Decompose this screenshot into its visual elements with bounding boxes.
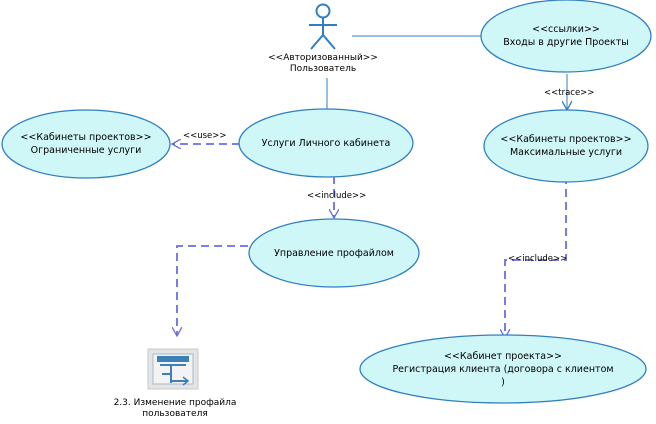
diagram-link-icon[interactable] bbox=[147, 348, 199, 390]
profile-diagram-link bbox=[177, 245, 248, 336]
usecase-external-links[interactable]: <<ссылки>> Входы в другие Проекты bbox=[481, 5, 651, 67]
usecase-client-registration-shape[interactable] bbox=[359, 334, 647, 404]
include-right-dependency bbox=[505, 176, 567, 338]
usecase-personal-cabinet[interactable]: Услуги Личного кабинета bbox=[239, 113, 413, 173]
usecase-limited-services[interactable]: <<Кабинеты проектов>> Ограниченные услуг… bbox=[2, 114, 170, 174]
usecase-name: Услуги Личного кабинета bbox=[261, 137, 391, 149]
include-right-label: <<include>> bbox=[508, 254, 568, 264]
usecase-profile-management-shape[interactable] bbox=[248, 218, 420, 288]
diagram-ref-line1: 2.3. Изменение профайла bbox=[113, 398, 237, 408]
usecase-personal-cabinet-shape[interactable] bbox=[238, 108, 414, 178]
usecase-max-services-shape[interactable] bbox=[483, 109, 649, 183]
usecase-name-line2: ) bbox=[501, 376, 505, 388]
usecase-external-links-shape[interactable] bbox=[480, 0, 652, 73]
usecase-name: Ограниченные услуги bbox=[30, 145, 142, 156]
usecase-name: Управление профайлом bbox=[274, 247, 394, 259]
usecase-stereotype: <<Кабинет проекта>> bbox=[443, 350, 563, 362]
usecase-client-registration[interactable]: <<Кабинет проекта>> Регистрация клиента … bbox=[362, 338, 644, 400]
actor-icon[interactable] bbox=[309, 3, 337, 50]
include-left-label: <<include>> bbox=[307, 191, 367, 201]
usecase-name: Максимальные услуги bbox=[509, 147, 623, 158]
actor-label: <<Авторизованный>> Пользователь bbox=[248, 53, 398, 75]
usecase-max-services[interactable]: <<Кабинеты проектов>> Максимальные услуг… bbox=[484, 115, 648, 177]
diagram-ref-line2: пользователя bbox=[142, 409, 208, 419]
trace-label: <<trace>> bbox=[544, 88, 595, 98]
use-label: <<use>> bbox=[183, 131, 227, 141]
usecase-name: Входы в другие Проекты bbox=[503, 37, 629, 48]
actor-name: Пользователь bbox=[289, 64, 357, 74]
usecase-name: Регистрация клиента (договора с клиентом bbox=[392, 363, 614, 375]
usecase-stereotype: <<ссылки>> bbox=[532, 24, 600, 35]
usecase-profile-management[interactable]: Управление профайлом bbox=[249, 223, 419, 283]
actor-stereotype: <<Авторизованный>> bbox=[268, 53, 378, 63]
usecase-stereotype: <<Кабинеты проектов>> bbox=[20, 132, 152, 143]
diagram-ref-label[interactable]: 2.3. Изменение профайла пользователя bbox=[95, 398, 255, 420]
usecase-limited-services-shape[interactable] bbox=[1, 109, 171, 179]
usecase-stereotype: <<Кабинеты проектов>> bbox=[500, 134, 632, 145]
